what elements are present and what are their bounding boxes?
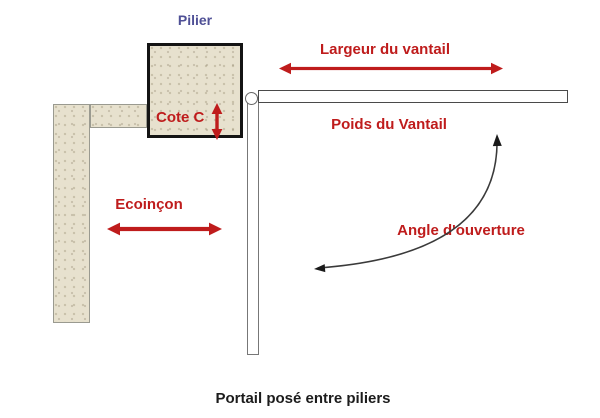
wall-connector-bar bbox=[90, 104, 147, 128]
pillar-label: Pilier bbox=[177, 12, 213, 28]
cote-c-label: Cote C bbox=[156, 109, 205, 126]
leaf-width-label: Largeur du vantail bbox=[319, 41, 451, 58]
left-wall-bar bbox=[53, 104, 90, 323]
ecoincon-arrow bbox=[107, 222, 222, 236]
opening-angle-label: Angle d'ouverture bbox=[397, 222, 525, 239]
ecoincon-label: Ecoinçon bbox=[115, 196, 183, 213]
gate-leaf-bar bbox=[258, 90, 568, 103]
hinge-pivot-circle bbox=[245, 92, 258, 105]
leaf-width-arrow bbox=[279, 62, 503, 75]
gate-post bbox=[247, 97, 259, 355]
diagram-caption: Portail posé entre piliers bbox=[215, 390, 391, 407]
leaf-weight-label: Poids du Vantail bbox=[331, 116, 447, 133]
opening-angle-arrow bbox=[314, 134, 502, 273]
pillar-square bbox=[147, 43, 243, 138]
